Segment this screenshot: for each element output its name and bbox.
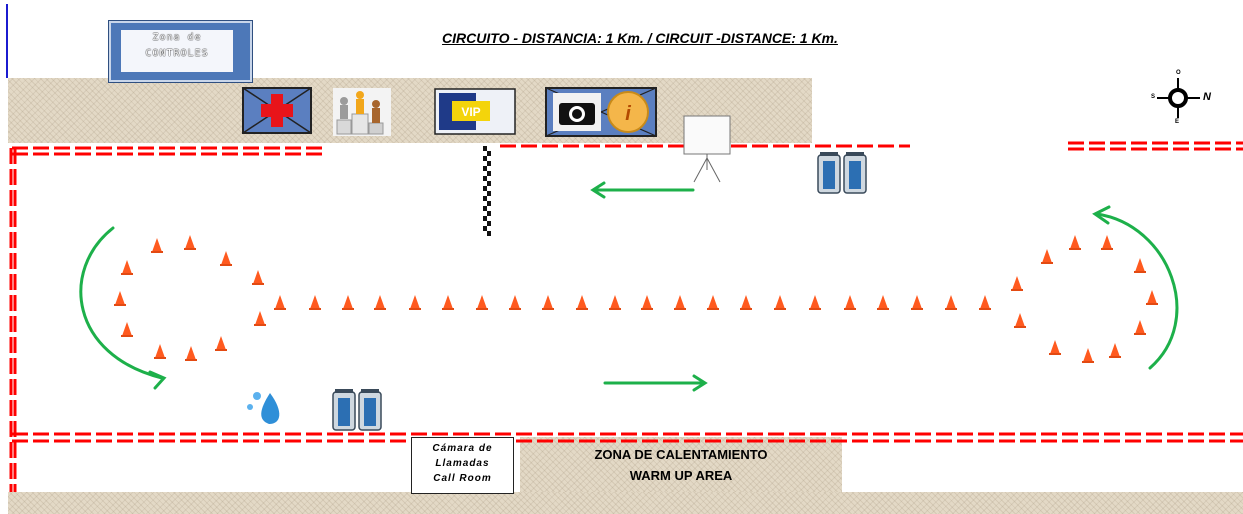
traffic-cone-icon xyxy=(114,291,126,306)
compass-north-label: N xyxy=(1203,91,1211,103)
traffic-cone-icon xyxy=(254,311,266,326)
traffic-cone-icon xyxy=(1101,235,1113,250)
traffic-cone-icon xyxy=(1069,235,1081,250)
traffic-cone-icon xyxy=(509,295,521,310)
controls-line-1: Zona de xyxy=(152,32,202,43)
traffic-cone-icon xyxy=(979,295,991,310)
water-drop-icon xyxy=(247,392,280,424)
traffic-cone-icon xyxy=(1014,313,1026,328)
circuit-title: CIRCUITO - DISTANCIA: 1 Km. / CIRCUIT -D… xyxy=(442,30,838,46)
traffic-cone-icon xyxy=(252,270,264,285)
bottom-sand-strip xyxy=(8,492,1243,514)
traffic-cone-icon xyxy=(374,295,386,310)
traffic-cones xyxy=(114,235,1158,363)
warmup-line-2: WARM UP AREA xyxy=(629,467,733,483)
traffic-cone-icon xyxy=(576,295,588,310)
traffic-cone-icon xyxy=(707,295,719,310)
direction-arrow-left-curve xyxy=(79,226,164,380)
barrier-lines xyxy=(9,141,1243,492)
compass-icon xyxy=(1157,78,1200,118)
compass-west-label: S xyxy=(1151,94,1156,100)
traffic-cone-icon xyxy=(1049,340,1061,355)
warmup-area-label: ZONA DE CALENTAMIENTO WARM UP AREA xyxy=(520,437,842,492)
projector-screen-icon xyxy=(683,115,731,183)
traffic-cone-icon xyxy=(877,295,889,310)
traffic-cone-icon xyxy=(1109,343,1121,358)
traffic-cone-icon xyxy=(809,295,821,310)
traffic-cone-icon xyxy=(1011,276,1023,291)
traffic-cone-icon xyxy=(774,295,786,310)
controls-zone-label: Zona de CONTROLES xyxy=(121,30,233,72)
vip-icon: VIP xyxy=(434,88,516,135)
traffic-cone-icon xyxy=(542,295,554,310)
traffic-cone-icon xyxy=(151,238,163,253)
finish-line-flag xyxy=(483,146,491,236)
traffic-cone-icon xyxy=(476,295,488,310)
warmup-line-1: ZONA DE CALENTAMIENTO xyxy=(594,446,768,462)
traffic-cone-icon xyxy=(641,295,653,310)
svg-text:i: i xyxy=(625,103,631,125)
traffic-cone-icon xyxy=(674,295,686,310)
direction-arrows xyxy=(79,181,1179,392)
direction-arrow-top-head xyxy=(590,181,606,199)
call-room-line-3: Call Room xyxy=(433,473,492,484)
info-icon: i xyxy=(607,91,649,133)
traffic-cone-icon xyxy=(1134,258,1146,273)
traffic-cone-icon xyxy=(121,322,133,337)
traffic-cone-icon xyxy=(409,295,421,310)
direction-arrow-left-head xyxy=(148,370,167,390)
traffic-cone-icon xyxy=(342,295,354,310)
traffic-cone-icon xyxy=(740,295,752,310)
traffic-cone-icon xyxy=(220,251,232,266)
svg-text:VIP: VIP xyxy=(461,105,480,119)
podium-icon xyxy=(333,88,391,136)
traffic-cone-icon xyxy=(1134,320,1146,335)
traffic-cone-icon xyxy=(274,295,286,310)
first-aid-icon xyxy=(242,87,312,134)
portable-toilet-icon xyxy=(817,152,867,194)
direction-arrow-bottom-head xyxy=(692,374,708,392)
traffic-cone-icon xyxy=(121,260,133,275)
call-room-line-1: Cámara de xyxy=(432,443,493,454)
top-sand-strip xyxy=(8,78,812,143)
traffic-cone-icon xyxy=(309,295,321,310)
traffic-cone-icon xyxy=(1041,249,1053,264)
direction-arrow-right-curve xyxy=(1095,212,1179,370)
compass-bottom-label: E xyxy=(1175,119,1180,125)
traffic-cone-icon xyxy=(215,336,227,351)
traffic-cone-icon xyxy=(442,295,454,310)
compass-top-label: O xyxy=(1176,70,1181,76)
traffic-cone-icon xyxy=(185,346,197,361)
traffic-cone-icon xyxy=(609,295,621,310)
warmup-sand-area xyxy=(520,437,842,492)
traffic-cone-icon xyxy=(184,235,196,250)
controls-line-2: CONTROLES xyxy=(145,48,209,59)
call-room-line-2: Llamadas xyxy=(435,458,490,469)
portable-toilet-icon xyxy=(332,389,382,431)
traffic-cone-icon xyxy=(1146,290,1158,305)
direction-arrow-right-head xyxy=(1092,205,1111,225)
traffic-cone-icon xyxy=(911,295,923,310)
call-room-box: Cámara de Llamadas Call Room xyxy=(411,437,514,494)
traffic-cone-icon xyxy=(844,295,856,310)
traffic-cone-icon xyxy=(154,344,166,359)
traffic-cone-icon xyxy=(1082,348,1094,363)
traffic-cone-icon xyxy=(945,295,957,310)
